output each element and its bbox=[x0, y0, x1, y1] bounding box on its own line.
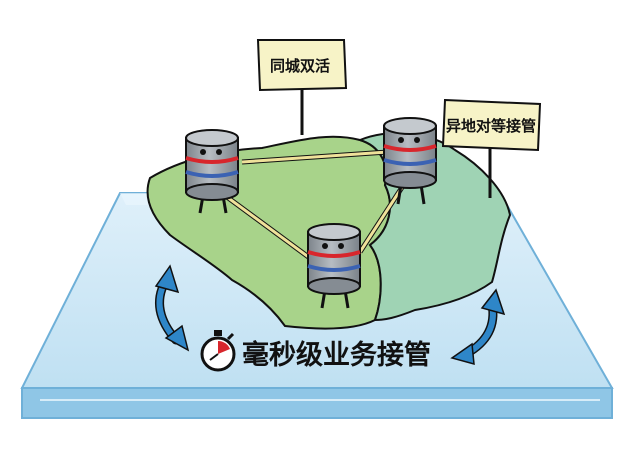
bidirectional-arrow-icon bbox=[154, 264, 190, 352]
same-city-label: 同城双活 bbox=[270, 57, 330, 75]
remote-takeover-label: 异地对等接管 bbox=[446, 117, 536, 135]
stopwatch-icon bbox=[200, 330, 236, 372]
database-cylinder-icon bbox=[383, 117, 437, 205]
database-cylinder-icon bbox=[307, 223, 361, 309]
main-caption: 毫秒级业务接管 bbox=[242, 339, 431, 371]
signpost-same-city: 同城双活 bbox=[256, 39, 348, 135]
bidirectional-arrow-icon bbox=[450, 288, 506, 366]
signpost-remote: 异地对等接管 bbox=[441, 98, 542, 198]
database-cylinder-icon bbox=[185, 129, 239, 214]
